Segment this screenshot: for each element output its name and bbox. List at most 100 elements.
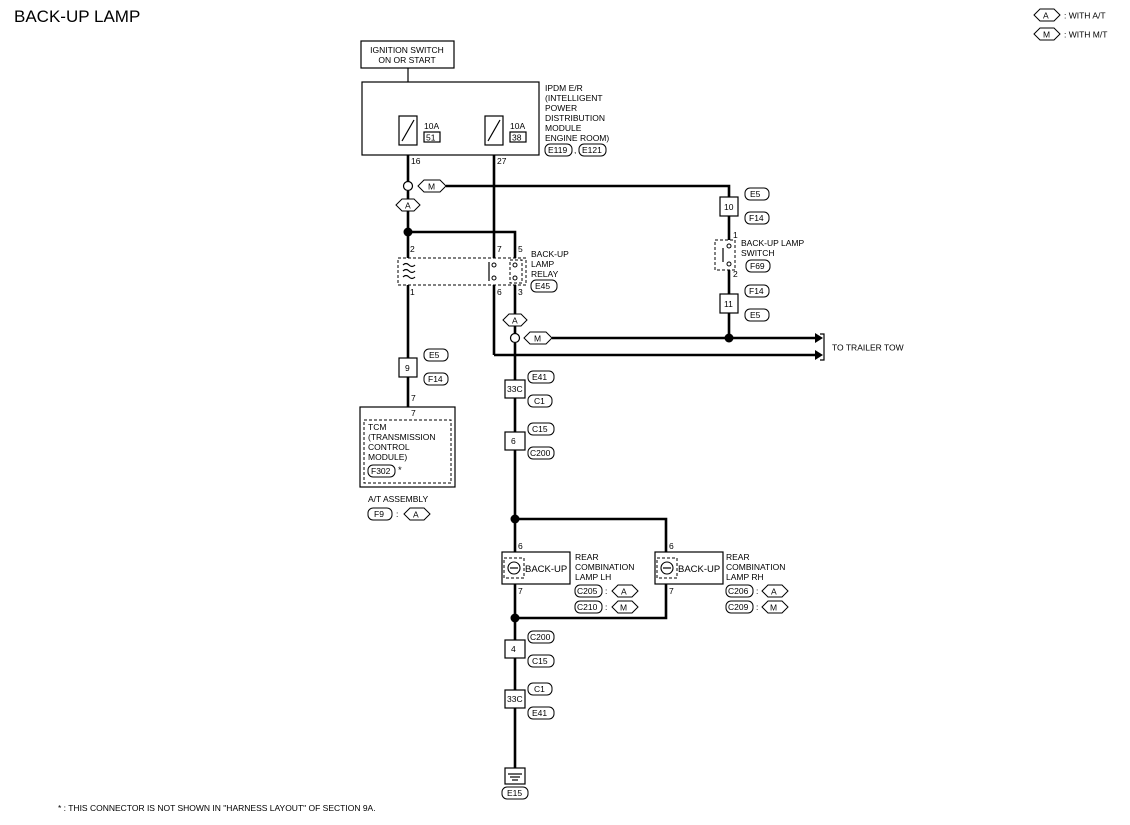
svg-text:,: ,: [574, 145, 576, 155]
svg-text:A: A: [771, 587, 777, 597]
junction-33c-top: 33C E41 C1: [504, 370, 555, 408]
lamp-lh-pin-bottom: 7: [518, 586, 523, 596]
tag-m-label: M: [428, 182, 435, 192]
ipdm-label-line: IPDM E/R: [545, 83, 583, 93]
relay-pin-2: 2: [410, 244, 415, 254]
svg-text:10: 10: [724, 202, 734, 212]
svg-text:11: 11: [724, 299, 733, 309]
junction-33c-bottom: 33C C1 E41: [504, 682, 555, 720]
tcm-module: TCM (TRANSMISSION CONTROL MODULE) F302 *…: [359, 406, 456, 521]
page-title: BACK-UP LAMP: [14, 7, 140, 26]
lamp-lh-conn-a: C205: [577, 586, 598, 596]
svg-text::: :: [396, 509, 398, 519]
ipdm-label-line: MODULE: [545, 123, 582, 133]
junction-6: 6 C15 C200: [504, 422, 555, 460]
svg-text:33C: 33C: [507, 384, 523, 394]
backup-lamp-switch: 1 2 BACK-UP LAMP SWITCH F69: [714, 230, 804, 279]
svg-text:F14: F14: [749, 213, 764, 223]
at-assembly-code: A: [413, 510, 419, 520]
svg-text::: :: [605, 586, 607, 596]
tag-m-label: M: [534, 334, 541, 344]
tag-a-relay: A: [502, 313, 528, 327]
svg-text:E41: E41: [532, 708, 547, 718]
svg-text:C1: C1: [534, 684, 545, 694]
ipdm-pin-16: 16: [411, 156, 421, 166]
relay-label-line: LAMP: [531, 259, 554, 269]
svg-text:E5: E5: [750, 310, 761, 320]
tcm-star: *: [398, 465, 402, 476]
svg-text:C200: C200: [530, 448, 551, 458]
lamp-rh-conn-a: C206: [728, 586, 749, 596]
svg-text:F14: F14: [428, 374, 443, 384]
switch-label-line: BACK-UP LAMP: [741, 238, 804, 248]
svg-text:C15: C15: [532, 424, 548, 434]
svg-text:E5: E5: [750, 189, 761, 199]
tag-a-top: A: [395, 198, 421, 212]
lamp-rh-label-line: LAMP RH: [726, 572, 764, 582]
switch-pin-2: 2: [733, 269, 738, 279]
svg-text:4: 4: [511, 644, 516, 654]
ipdm-label-line: POWER: [545, 103, 577, 113]
lamp-rh-label-line: COMBINATION: [726, 562, 785, 572]
at-assembly-conn: F9: [374, 509, 384, 519]
tcm-label-line: MODULE): [368, 452, 407, 462]
legend-code-a: A: [1043, 11, 1049, 21]
lamp-lh-conn-m: C210: [577, 602, 598, 612]
lamp-rh-conn-m: C209: [728, 602, 749, 612]
switch-pin-1: 1: [733, 230, 738, 240]
tag-m-top: M: [417, 179, 447, 193]
ignition-switch: IGNITION SWITCH ON OR START: [360, 40, 455, 69]
relay-pin-1: 1: [410, 287, 415, 297]
lamp-rh-label-line: REAR: [726, 552, 750, 562]
ipdm-pin-27: 27: [497, 156, 507, 166]
relay-pin-5: 5: [518, 244, 523, 254]
relay-pin-3: 3: [518, 287, 523, 297]
lamp-rh-pin-top: 6: [669, 541, 674, 551]
tcm-pin: 7: [411, 408, 416, 418]
relay-label-line: BACK-UP: [531, 249, 569, 259]
junction-4: 4 C200 C15: [504, 630, 555, 668]
ipdm-module: 10A 51 10A 38 16 27 IPDM E/R (INTELLIGEN…: [361, 81, 609, 166]
trailer-tow: TO TRAILER TOW: [820, 333, 904, 361]
svg-text:F14: F14: [749, 286, 764, 296]
fuse1-rating: 10A: [424, 121, 439, 131]
tag-m-relay: M: [523, 331, 553, 345]
rear-lamp-rh: BACK-UP 6 7 REAR COMBINATION LAMP RH C20…: [654, 541, 789, 614]
switch-connector: F69: [750, 261, 765, 271]
tag-a-label: A: [405, 201, 411, 211]
ignition-line1: IGNITION SWITCH: [370, 45, 444, 55]
junction-11: 11 F14 E5: [719, 284, 770, 322]
svg-text:C200: C200: [530, 632, 551, 642]
legend-code-m: M: [1043, 30, 1050, 40]
lamp-lh-label-line: LAMP LH: [575, 572, 611, 582]
ipdm-label-line: (INTELLIGENT: [545, 93, 603, 103]
lamp-lh-label-line: COMBINATION: [575, 562, 634, 572]
svg-text::: :: [756, 586, 758, 596]
backup-lamp-relay: 2 7 5 1 6 3 BACK-UP LAMP RELAY E45: [397, 244, 569, 297]
tag-a-label: A: [512, 316, 518, 326]
ipdm-conn-1: E119: [548, 145, 567, 155]
tcm-label-line: TCM: [368, 422, 386, 432]
svg-text::: :: [605, 602, 607, 612]
lamp-rh-pin-bottom: 7: [669, 586, 674, 596]
svg-text:7: 7: [411, 393, 416, 403]
svg-text:33C: 33C: [507, 694, 523, 704]
relay-pin-7: 7: [497, 244, 502, 254]
tcm-label-line: CONTROL: [368, 442, 410, 452]
lamp-lh-label-line: REAR: [575, 552, 599, 562]
switch-label-line: SWITCH: [741, 248, 775, 258]
junction-9: 9 E5 F14 7: [398, 348, 449, 403]
svg-text::: :: [756, 602, 758, 612]
svg-text:C15: C15: [532, 656, 548, 666]
fuse1-number: 51: [426, 133, 436, 143]
tcm-label-line: (TRANSMISSION: [368, 432, 436, 442]
svg-text:M: M: [770, 603, 777, 613]
ipdm-label-line: ENGINE ROOM): [545, 133, 609, 143]
fuse2-rating: 10A: [510, 121, 525, 131]
lamp-lh-pin-top: 6: [518, 541, 523, 551]
junction-10: 10 E5 F14: [719, 187, 770, 225]
fuse2-number: 38: [512, 133, 522, 143]
svg-text:E41: E41: [532, 372, 547, 382]
ipdm-conn-2: E121: [582, 145, 602, 155]
wires: [406, 68, 823, 768]
